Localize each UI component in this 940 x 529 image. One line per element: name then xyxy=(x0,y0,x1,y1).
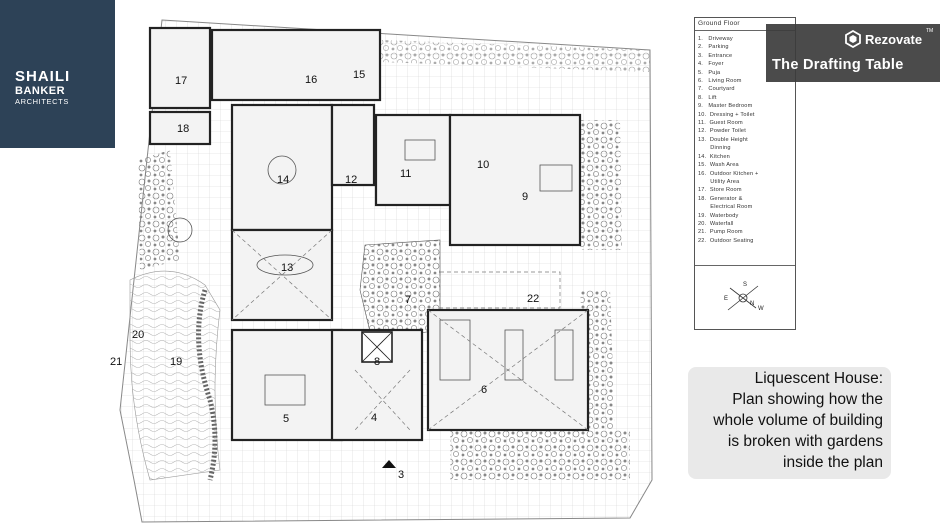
caption-line-1: Liquescent House: xyxy=(754,370,883,387)
legend-item: Utility Area xyxy=(698,178,740,185)
room-number-9: 9 xyxy=(522,191,528,203)
legend-divider-bottom xyxy=(695,265,795,266)
legend-title: Ground Floor xyxy=(698,20,740,27)
room-number-11: 11 xyxy=(400,168,411,180)
legend-item: 17. Store Room xyxy=(698,187,742,194)
entrance-arrow xyxy=(382,460,396,468)
legend-item: 18. Generator & xyxy=(698,195,743,202)
room-number-22: 22 xyxy=(527,293,539,305)
room-number-15: 15 xyxy=(353,69,365,81)
room-number-10: 10 xyxy=(477,159,489,171)
legend-item: Electrical Room xyxy=(698,204,753,211)
right-garden xyxy=(580,120,622,250)
furniture xyxy=(167,139,574,406)
compass-n: N xyxy=(750,301,754,307)
rezovate-hexagon-icon xyxy=(845,30,861,48)
caption-line-2: Plan showing how the xyxy=(732,391,883,408)
bottom-garden xyxy=(450,430,630,480)
room-number-18: 18 xyxy=(177,123,189,135)
logo-text-line2: BANKER xyxy=(15,85,66,97)
architect-logo: SHAILI BANKER ARCHITECTS xyxy=(0,0,115,148)
floor-plan-drawing: 17 16 15 18 14 12 11 10 9 13 7 22 20 21 … xyxy=(110,19,653,523)
top-boundary-shrubs xyxy=(380,40,650,72)
legend-item: 12. Powder Toilet xyxy=(698,128,746,135)
room-number-20: 20 xyxy=(132,329,144,341)
legend-item: 6. Living Room xyxy=(698,78,742,85)
legend-item: 10. Dressing + Toilet xyxy=(698,111,755,118)
legend-item: 19. Waterbody xyxy=(698,212,739,219)
left-garden xyxy=(138,150,180,270)
room-number-3: 3 xyxy=(398,469,404,481)
room-number-19: 19 xyxy=(170,356,182,368)
room-number-17: 17 xyxy=(175,75,187,87)
legend-item: 21. Pump Room xyxy=(698,229,743,236)
legend-item: 11. Guest Room xyxy=(698,120,743,127)
brand-subtitle: The Drafting Table xyxy=(772,57,904,73)
room-number-5: 5 xyxy=(283,413,289,425)
legend-item: 14. Kitchen xyxy=(698,153,730,160)
room-number-4: 4 xyxy=(371,412,377,424)
room-number-14: 14 xyxy=(277,174,289,186)
caption-line-4: is broken with gardens xyxy=(727,433,883,450)
floor-plan: 17 16 15 18 14 12 11 10 9 13 7 22 20 21 … xyxy=(110,10,690,525)
room-number-8: 8 xyxy=(374,356,380,368)
waterbody xyxy=(129,270,221,481)
legend-item: 13. Double Height xyxy=(698,136,748,143)
legend-item: 1. Driveway xyxy=(698,36,733,42)
legend-item: 20. Waterfall xyxy=(698,220,734,227)
legend-item: 3. Entrance xyxy=(698,52,733,59)
legend-divider xyxy=(695,30,795,31)
legend-item: 16. Outdoor Kitchen + xyxy=(698,170,759,177)
compass-s: S xyxy=(743,282,747,288)
brand-name: Rezovate xyxy=(865,32,923,47)
legend-item: 8. Lift xyxy=(698,94,717,101)
legend-item: Dinning xyxy=(698,145,731,152)
room-number-21: 21 xyxy=(110,356,122,368)
logo-text-line3: ARCHITECTS xyxy=(15,97,69,106)
dashed-marks xyxy=(231,229,589,431)
room-number-6: 6 xyxy=(481,384,487,396)
brand-banner: Rezovate TM The Drafting Table xyxy=(766,24,940,82)
legend-item: 22. Outdoor Seating xyxy=(698,237,754,244)
compass-w: W xyxy=(758,306,764,312)
legend-item: 4. Foyer xyxy=(698,61,724,68)
compass-e: E xyxy=(724,296,728,302)
caption-line-3: whole volume of building xyxy=(713,412,883,429)
legend-item: 2. Parking xyxy=(698,44,729,51)
room-number-16: 16 xyxy=(305,74,317,86)
legend-item: 9. Master Bedroom xyxy=(698,103,753,110)
caption-line-5: inside the plan xyxy=(783,454,883,471)
legend-item: 5. Puja xyxy=(698,69,721,76)
legend-item: 7. Courtyard xyxy=(698,86,735,93)
room-number-7: 7 xyxy=(405,294,411,306)
caption-box: Liquescent House: Plan showing how the w… xyxy=(688,367,891,479)
brand-trademark: TM xyxy=(926,28,934,34)
legend-item: 15. Wash Area xyxy=(698,162,739,169)
room-number-13: 13 xyxy=(281,262,293,274)
logo-text-line1: SHAILI xyxy=(15,68,71,85)
compass-icon: E S N W xyxy=(724,282,764,312)
room-number-12: 12 xyxy=(345,174,357,186)
